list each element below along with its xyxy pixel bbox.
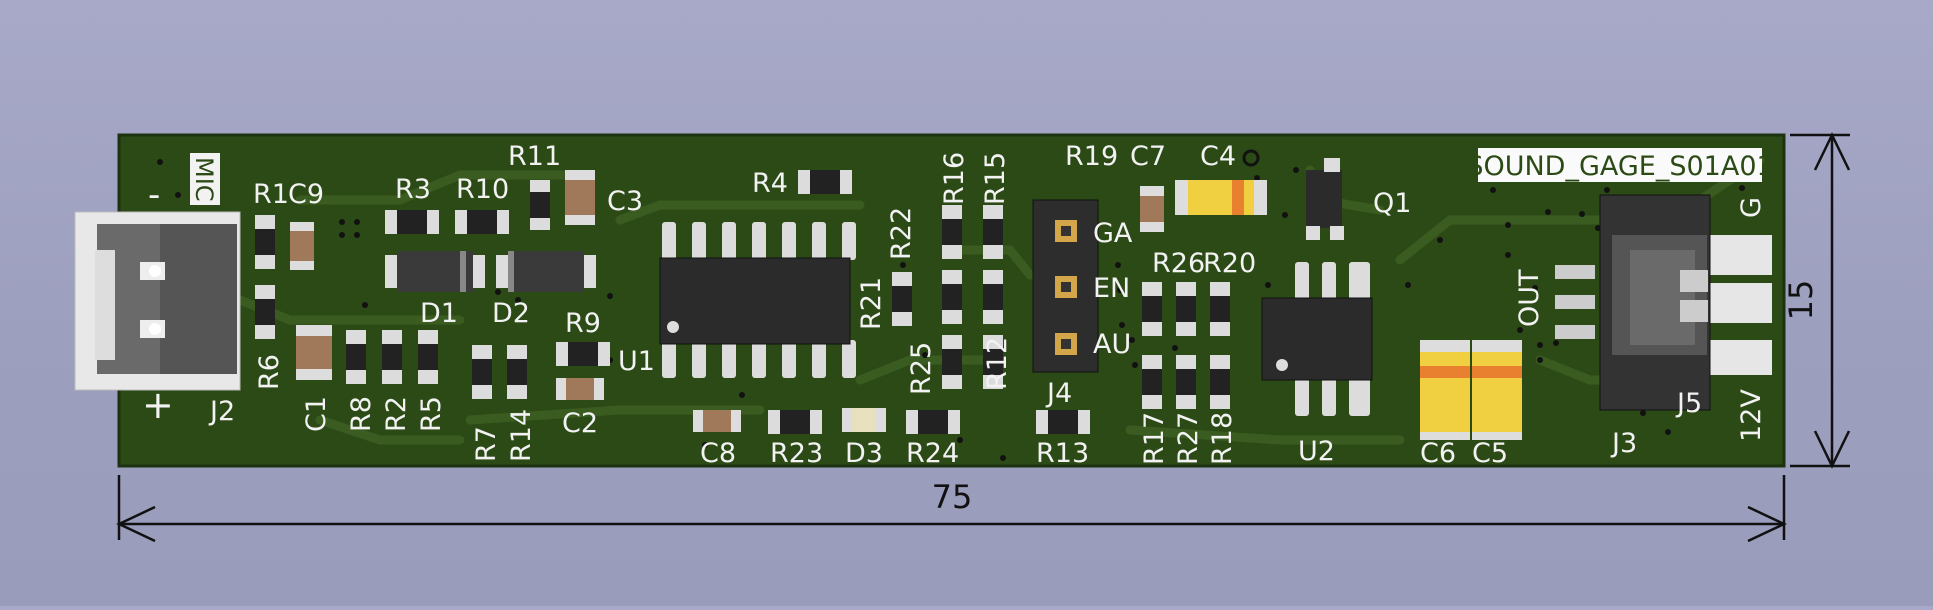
r27-label: R27 [1173, 412, 1204, 465]
d3-label: D3 [845, 438, 883, 469]
height-dimension [1790, 132, 1851, 469]
resistor-footprints [255, 170, 1230, 434]
j2-minus-label: - [148, 175, 160, 215]
u1-ic [659, 222, 856, 378]
u1-label: U1 [618, 346, 655, 377]
j3-12v-label: 12V [1736, 389, 1767, 442]
r19-label: R19 [1065, 141, 1118, 172]
r20-label: R20 [1203, 248, 1256, 279]
j2-plus-label: + [142, 383, 174, 427]
r13-label: R13 [1036, 438, 1089, 469]
r2-label: R2 [381, 396, 412, 432]
j5-label: J5 [1675, 388, 1702, 419]
ceramic-capacitors [290, 170, 1164, 432]
board-title-box: SOUND_GAGE_S01A01 [1466, 148, 1774, 182]
c6-label: C6 [1420, 438, 1456, 469]
r1-label: R1 [253, 179, 289, 210]
r10-label: R10 [456, 174, 509, 205]
board-title: SOUND_GAGE_S01A01 [1466, 151, 1773, 182]
u2-label: U2 [1298, 436, 1335, 467]
r16-label: R16 [939, 152, 970, 205]
r5-label: R5 [416, 396, 447, 432]
width-dimension-label: 75 [932, 478, 973, 516]
d2-diode [496, 251, 596, 292]
r21-label: R21 [856, 277, 887, 330]
q1-transistor [1306, 158, 1344, 240]
c6-tantalum [1420, 340, 1470, 440]
width-dimension [116, 475, 1787, 543]
r23-label: R23 [770, 438, 823, 469]
r12-label: R12 [982, 337, 1013, 390]
j4-pin-label-ga: GA [1093, 218, 1133, 249]
r11-label: R11 [508, 141, 561, 172]
r9-label: R9 [565, 308, 601, 339]
r7-label: R7 [471, 426, 502, 462]
c7-label: C7 [1130, 141, 1166, 172]
d1-label: D1 [420, 298, 458, 329]
d1-diode [385, 251, 485, 292]
j3-connector [1555, 194, 1772, 411]
j3-ref: J3 [1610, 428, 1637, 459]
q1-label: Q1 [1373, 188, 1411, 219]
j4-pin-header [1032, 199, 1099, 373]
mounting-hole [1242, 149, 1260, 167]
r22-label: R22 [886, 207, 917, 260]
r3-label: R3 [395, 174, 431, 205]
r18-label: R18 [1207, 412, 1238, 465]
j4-ref: J4 [1045, 378, 1072, 409]
c8-label: C8 [700, 438, 736, 469]
silkscreen-labels: SOUND_GAGE_S01A01 MIC - + J2 R1 C9 R3 R1… [142, 141, 1774, 469]
r14-label: R14 [506, 409, 537, 462]
r8-label: R8 [346, 396, 377, 432]
height-dimension-label: 15 [1782, 280, 1820, 321]
c1-label: C1 [301, 396, 332, 432]
j3-g-label: G [1736, 197, 1767, 218]
j4-pin-label-au: AU [1093, 329, 1131, 360]
r6-label: R6 [254, 354, 285, 390]
r17-label: R17 [1139, 412, 1170, 465]
c3-label: C3 [607, 186, 643, 217]
c5-label: C5 [1472, 438, 1508, 469]
d3-led [842, 408, 886, 432]
r15-label: R15 [980, 152, 1011, 205]
j2-ref: J2 [208, 396, 235, 427]
c4-label: C4 [1200, 141, 1236, 172]
c2-label: C2 [562, 408, 598, 439]
j3-out-label: OUT [1514, 269, 1545, 327]
j2-connector [74, 211, 241, 391]
r4-label: R4 [752, 168, 788, 199]
c5-tantalum [1472, 340, 1522, 440]
d2-label: D2 [492, 298, 530, 329]
j4-pin-label-en: EN [1093, 273, 1130, 304]
u2-ic [1261, 262, 1373, 416]
r24-label: R24 [906, 438, 959, 469]
c9-label: C9 [288, 179, 324, 210]
r26-label: R26 [1152, 248, 1205, 279]
r25-label: R25 [906, 342, 937, 395]
j2-mic-label: MIC [190, 157, 218, 202]
c4-tantalum [1175, 180, 1267, 215]
